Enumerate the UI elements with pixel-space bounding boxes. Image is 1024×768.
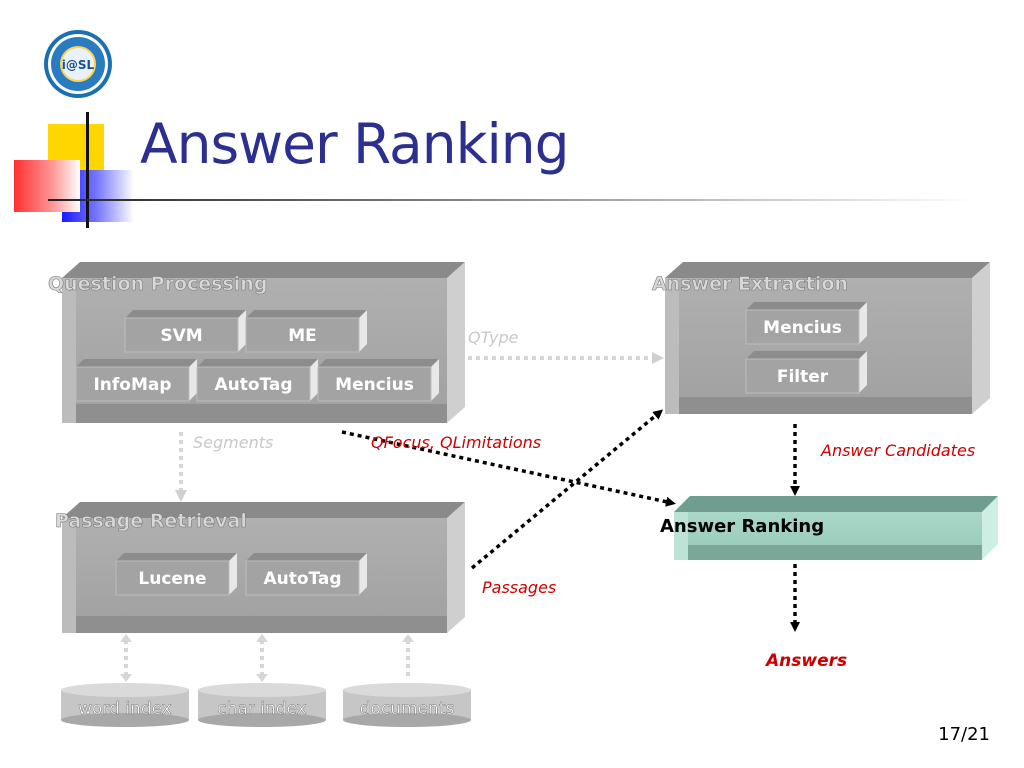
component-chip-label: Mencius bbox=[335, 375, 414, 395]
component-chip-label: InfoMap bbox=[93, 375, 171, 395]
component-chip-label: Filter bbox=[777, 367, 829, 387]
component-chip-label: AutoTag bbox=[214, 375, 292, 395]
qfocus-arrow bbox=[341, 430, 676, 507]
lab-logo: i@SL bbox=[44, 30, 112, 98]
component-chip: AutoTag bbox=[196, 359, 318, 402]
page-title: Answer Ranking bbox=[140, 112, 570, 176]
store-char-index-label: char index bbox=[217, 699, 306, 719]
title-decoration bbox=[14, 112, 978, 228]
component-chip-label: Mencius bbox=[763, 318, 842, 338]
page-number: 17/21 bbox=[938, 724, 990, 745]
component-chip: AutoTag bbox=[245, 553, 367, 596]
component-chip: Filter bbox=[745, 351, 867, 394]
component-chip: Lucene bbox=[115, 553, 237, 596]
component-chip: ME bbox=[245, 310, 367, 353]
qtype-label: QType bbox=[468, 328, 519, 347]
component-chip-label: Lucene bbox=[138, 569, 206, 589]
component-chip: Mencius bbox=[745, 302, 867, 345]
qfocus-label: QFocus, QLimitations bbox=[371, 433, 541, 452]
red-square bbox=[14, 160, 80, 212]
store-word-index: word index bbox=[61, 683, 189, 727]
component-chip-label: AutoTag bbox=[263, 569, 341, 589]
question-processing-label: Question Processing bbox=[48, 273, 267, 295]
component-chip-label: ME bbox=[288, 326, 317, 346]
answer-ranking-module bbox=[674, 496, 998, 560]
component-chip: SVM bbox=[124, 310, 246, 353]
store-documents: documents bbox=[343, 683, 471, 727]
answer-ranking-label: Answer Ranking bbox=[660, 516, 824, 537]
passages-arrow bbox=[470, 409, 664, 570]
component-chip-label: SVM bbox=[160, 326, 202, 346]
logo-text: i@SL bbox=[62, 58, 95, 72]
answer-candidates-label: Answer Candidates bbox=[820, 441, 975, 460]
store-char-index: char index bbox=[198, 683, 326, 727]
passages-label: Passages bbox=[482, 578, 556, 597]
horizontal-line bbox=[48, 199, 978, 201]
segments-label: Segments bbox=[193, 433, 273, 452]
vertical-line bbox=[86, 112, 89, 228]
store-word-index-label: word index bbox=[78, 699, 172, 719]
component-chip: InfoMap bbox=[75, 359, 197, 402]
answer-extraction-label: Answer Extraction bbox=[652, 273, 848, 295]
answers-label: Answers bbox=[764, 651, 847, 671]
store-documents-label: documents bbox=[360, 699, 455, 719]
component-chip: Mencius bbox=[317, 359, 439, 402]
passage-retrieval-label: Passage Retrieval bbox=[55, 510, 247, 532]
